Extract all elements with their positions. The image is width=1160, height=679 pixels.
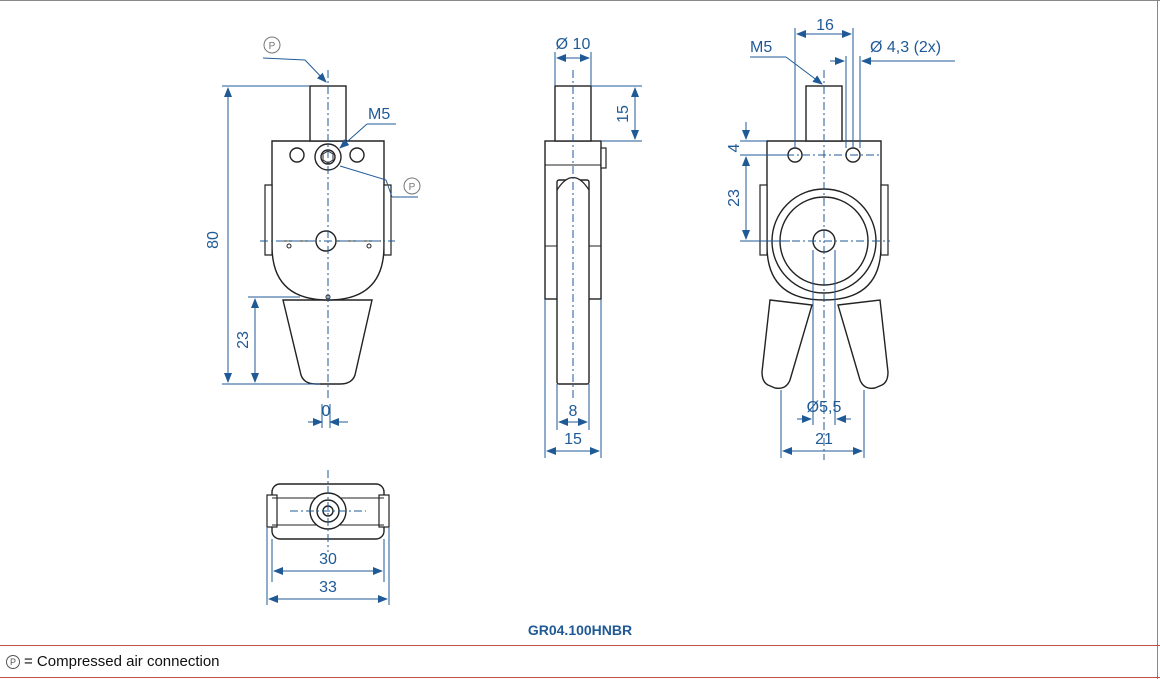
front-dim-offset: 0 xyxy=(322,403,331,420)
side-view: Ø 10 15 8 15 xyxy=(544,36,642,458)
right-border xyxy=(1157,0,1158,679)
legend-divider-bottom xyxy=(0,677,1160,678)
back-jaw-right xyxy=(837,299,889,390)
model-title: GR04.100HNBR xyxy=(527,622,633,638)
front-rail-left xyxy=(264,184,273,256)
back-dim-center: 23 xyxy=(726,189,743,207)
back-dim-spacing: 16 xyxy=(816,17,834,34)
legend: P = Compressed air connection xyxy=(6,653,220,670)
front-dim-jaw: 23 xyxy=(235,331,252,349)
side-dim-diameter: Ø 10 xyxy=(556,36,591,53)
back-dim-bore: Ø5,5 xyxy=(807,399,842,416)
bottom-view: 30 33 xyxy=(266,470,390,605)
top-border xyxy=(0,0,1160,1)
bottom-dim-outer: 33 xyxy=(319,579,337,596)
side-dim-jaw-width: 8 xyxy=(569,403,578,420)
legend-text: = Compressed air connection xyxy=(24,653,220,670)
port-symbol-icon: P xyxy=(6,655,20,669)
back-dim-width: 21 xyxy=(815,431,833,448)
front-port-symbol-top: P xyxy=(269,41,276,52)
front-view: 80 23 0 P M5 P xyxy=(205,36,421,428)
back-dim-hole-offset: 4 xyxy=(726,143,743,152)
side-dim-width: 15 xyxy=(564,431,582,448)
side-dim-shaft: 15 xyxy=(615,105,632,123)
front-thread-label: M5 xyxy=(368,106,390,123)
bottom-dim-inner: 30 xyxy=(319,551,337,568)
front-hole-left xyxy=(289,147,305,163)
front-dim-height: 80 xyxy=(205,231,222,249)
legend-divider-top xyxy=(0,645,1160,646)
back-dim-holes: Ø 4,3 (2x) xyxy=(870,39,941,56)
back-view: 16 Ø 4,3 (2x) M5 4 23 Ø5,5 21 xyxy=(726,17,955,460)
back-jaw-left xyxy=(761,299,813,390)
back-thread-label: M5 xyxy=(750,39,772,56)
front-rail-right xyxy=(383,184,392,256)
front-hole-right xyxy=(349,147,365,163)
front-port-symbol-side: P xyxy=(409,182,416,193)
